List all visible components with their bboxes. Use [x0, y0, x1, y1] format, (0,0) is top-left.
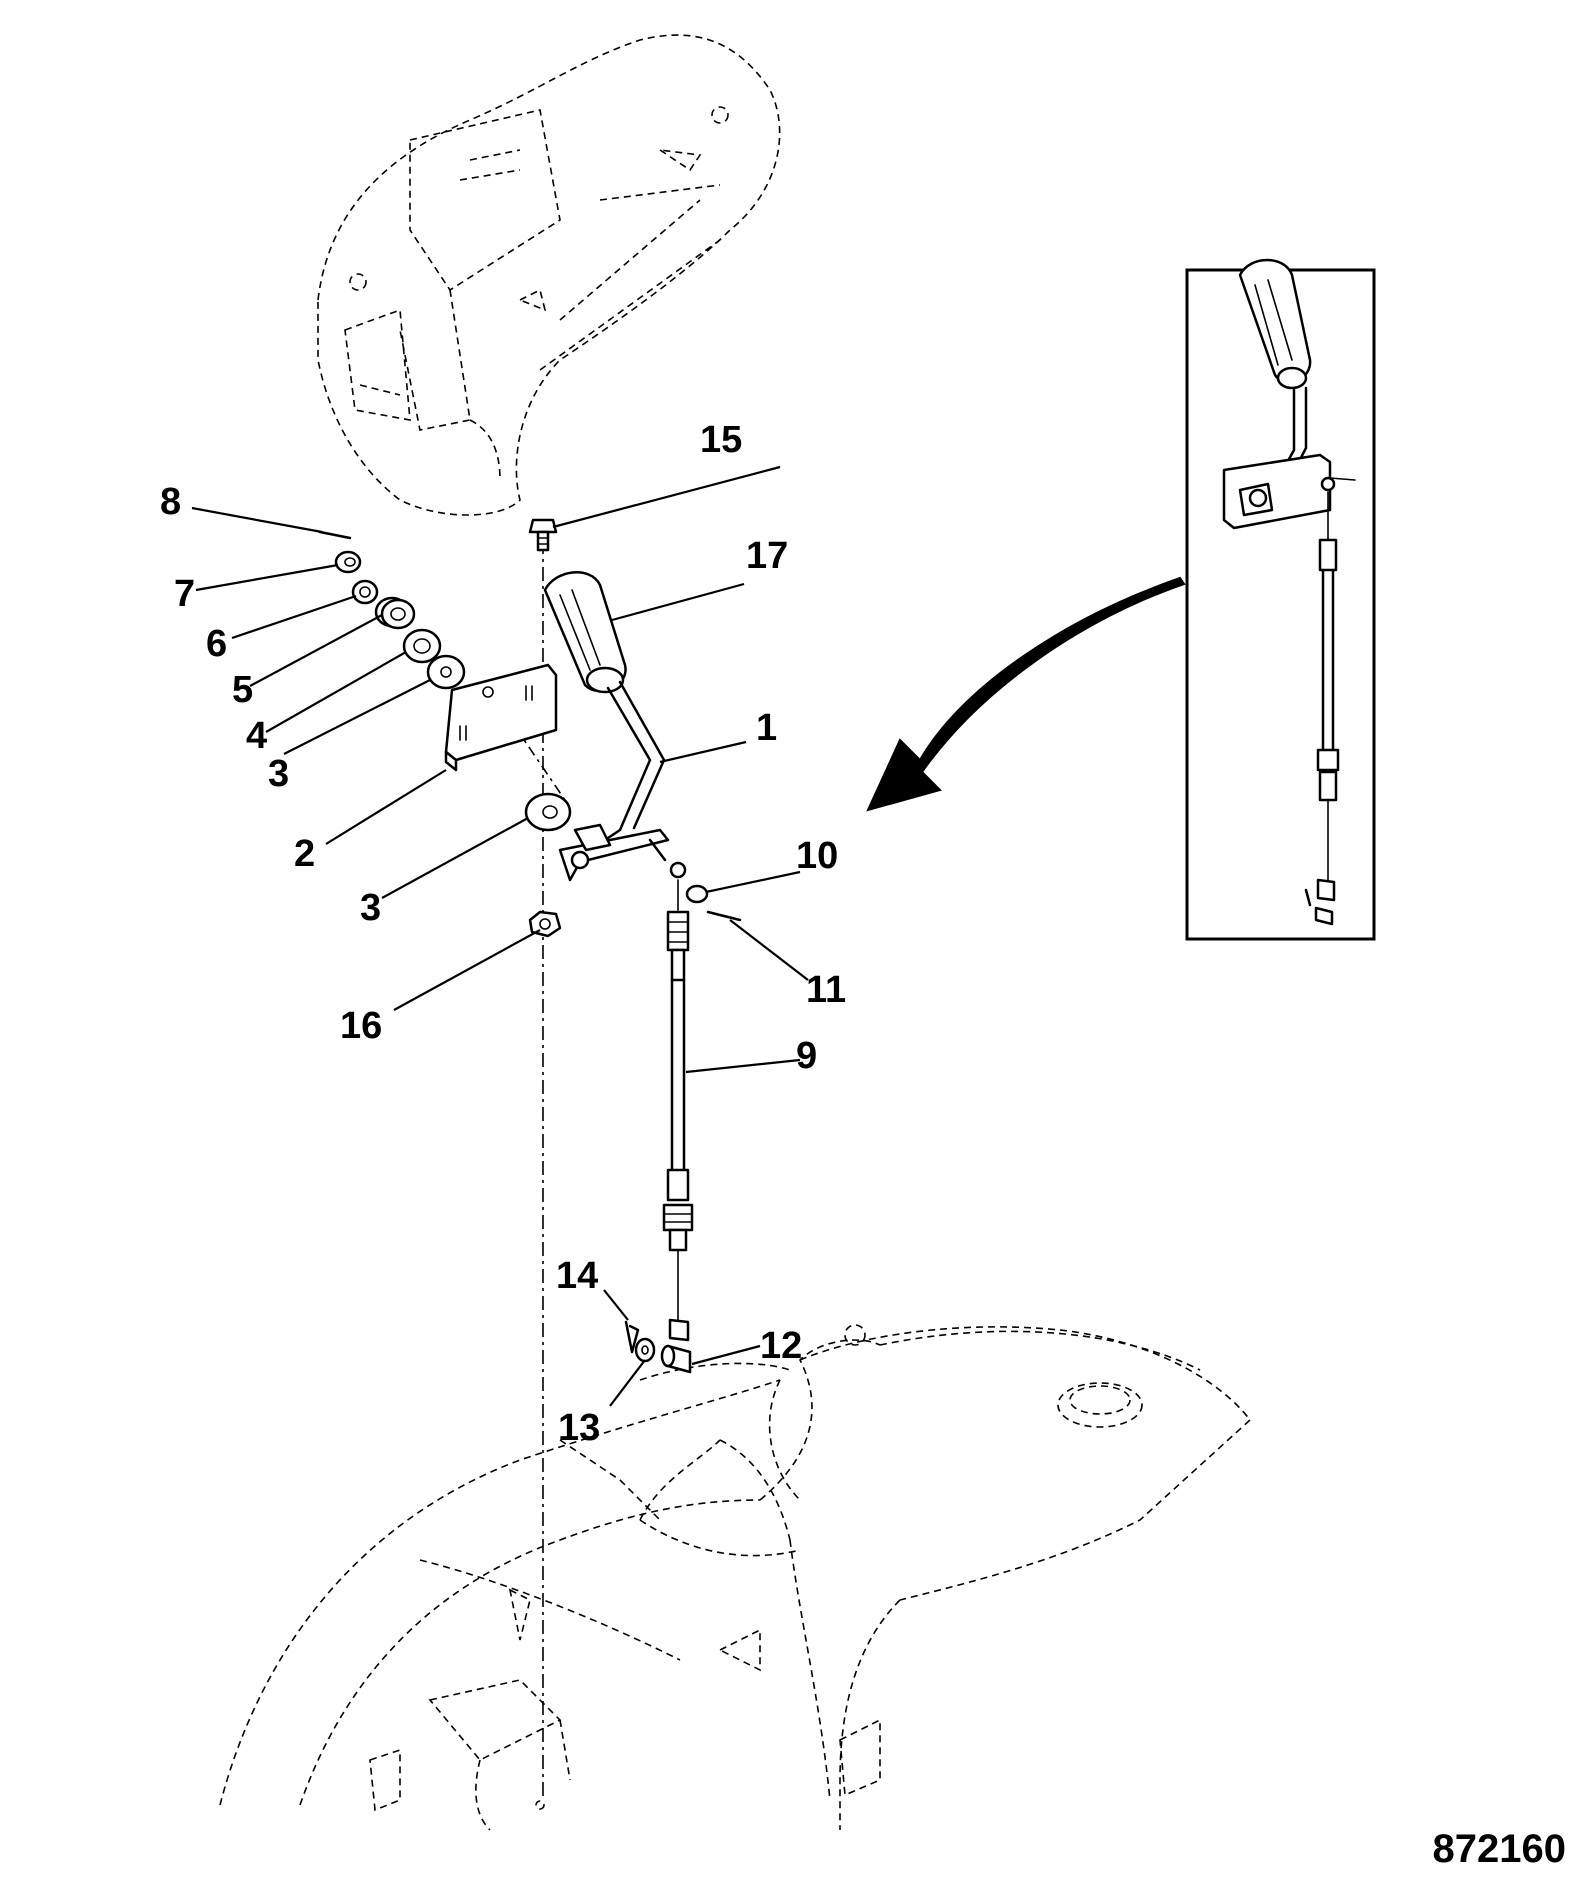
- callout-labels: 15 8 17 7 6 5 1 4 3 2 10 3 11 16 9 14 12…: [160, 419, 846, 1449]
- cotter-pin-11: [706, 910, 742, 922]
- callout-5: 5: [232, 669, 253, 711]
- washer-13: [634, 1337, 656, 1363]
- callout-10: 10: [796, 835, 838, 877]
- washer-10: [685, 884, 709, 904]
- assembly-inset-view: [1185, 258, 1376, 941]
- lower-chassis: [219, 1324, 1251, 1831]
- washer-6: [351, 579, 379, 605]
- cotter-pin-8: [318, 530, 352, 540]
- upper-housing: [317, 34, 781, 516]
- callout-13: 13: [558, 1407, 600, 1449]
- callout-6: 6: [206, 623, 227, 665]
- pin-12: [660, 1344, 692, 1374]
- callout-9: 9: [796, 1035, 817, 1077]
- cable-9: [662, 861, 694, 1342]
- handle-grip-17: [543, 571, 627, 694]
- callout-7: 7: [174, 573, 195, 615]
- callout-8: 8: [160, 481, 181, 523]
- bracket-2: [444, 663, 558, 772]
- washer-4: [402, 628, 442, 664]
- callout-3-upper: 3: [268, 753, 289, 795]
- washer-3-upper: [426, 654, 466, 690]
- callout-16: 16: [340, 1005, 382, 1047]
- washer-3-lower: [524, 792, 572, 832]
- lever-1: [558, 680, 670, 882]
- hairpin-clip-14: [624, 1320, 640, 1354]
- bolt-15: [528, 518, 558, 552]
- callout-1: 1: [756, 707, 777, 749]
- curved-arrow-icon: [866, 576, 1186, 812]
- callout-4: 4: [246, 715, 267, 757]
- figure-number: 872160: [1433, 1827, 1566, 1871]
- callout-3-lower: 3: [360, 887, 381, 929]
- bushing-5: [374, 596, 416, 630]
- callout-14: 14: [556, 1255, 598, 1297]
- leader-lines: [191, 465, 809, 1407]
- callout-17: 17: [746, 535, 788, 577]
- callout-15: 15: [700, 419, 742, 461]
- nut-16: [528, 910, 562, 938]
- callout-11: 11: [806, 969, 846, 1011]
- callout-2: 2: [294, 833, 315, 875]
- castle-nut-7: [334, 550, 362, 574]
- callout-12: 12: [760, 1325, 802, 1367]
